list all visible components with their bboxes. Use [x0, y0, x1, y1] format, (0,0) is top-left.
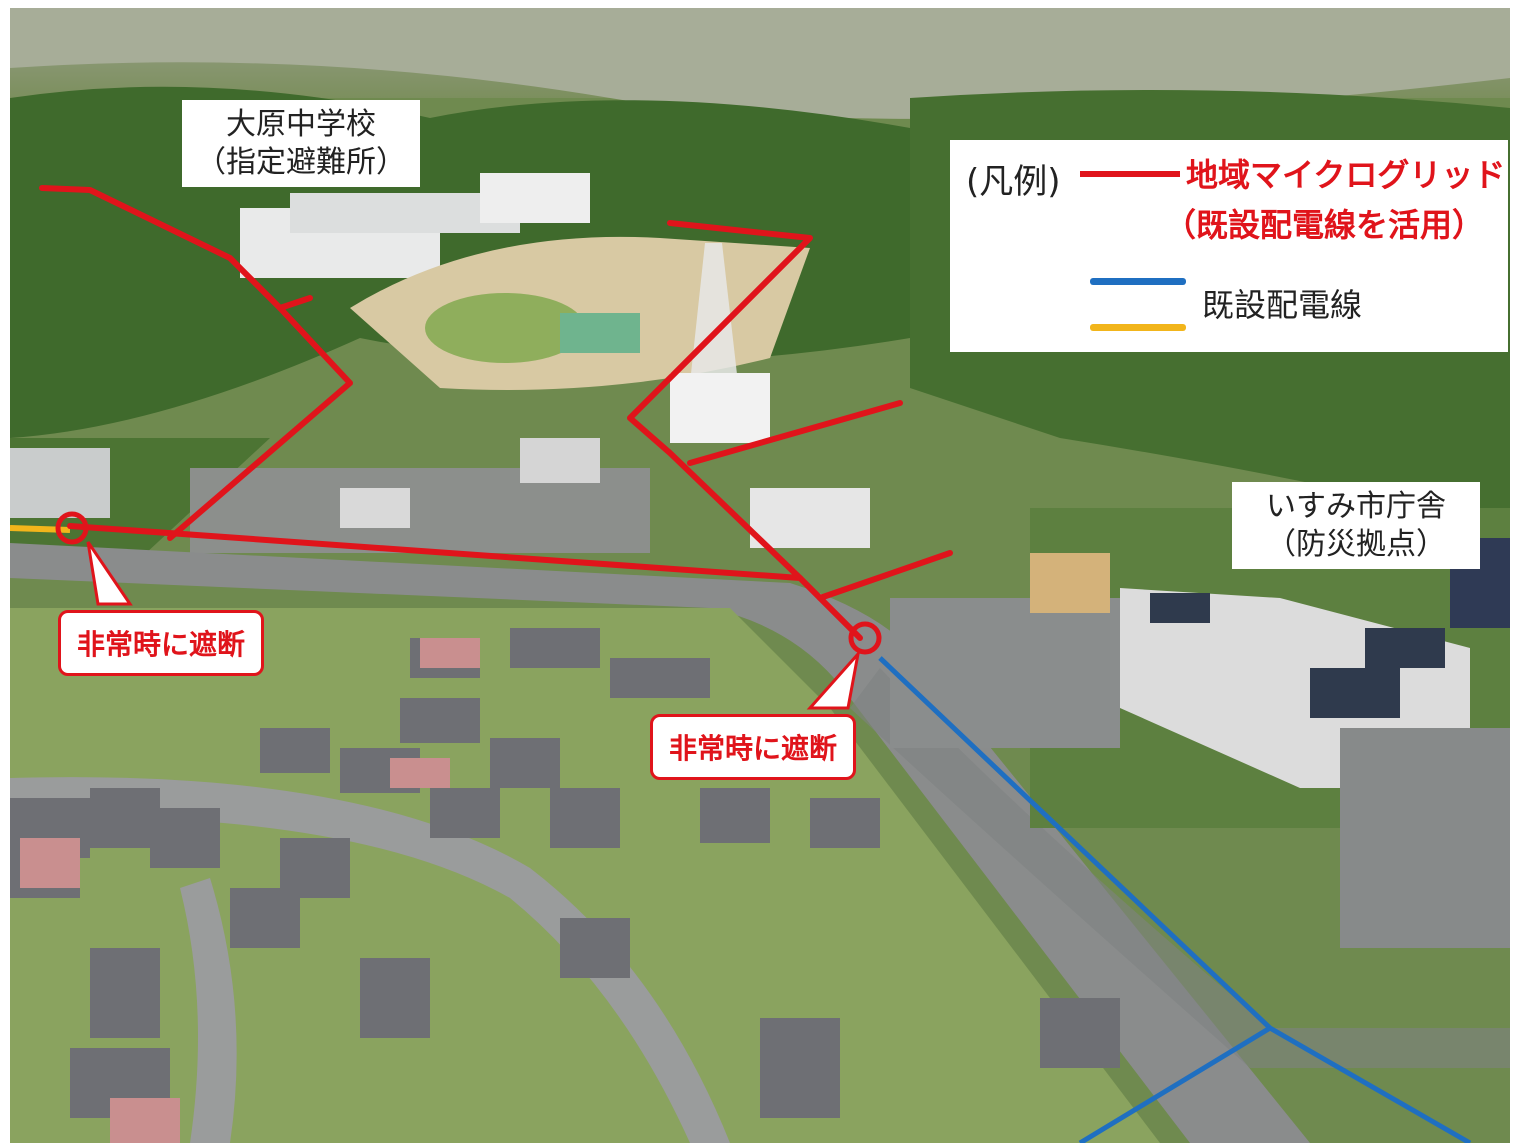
red-roof-houses: [20, 638, 480, 1143]
residential-road-2: [180, 878, 237, 1143]
cutoff-point-left: [55, 511, 89, 545]
solar-panel-2: [1310, 668, 1400, 718]
existing-line-yellow: [10, 525, 71, 533]
existing-line-blue-branch: [1078, 1025, 1272, 1143]
tennis-court: [560, 313, 640, 353]
legend-microgrid-label: 地域マイクログリッド: [1186, 156, 1506, 194]
office-building: [670, 373, 770, 443]
solar-panel-3: [1365, 628, 1445, 668]
emergency-cutoff-callout-left: 非常時に遮断: [58, 610, 265, 676]
cityhall-name: いすみ市庁舎: [1266, 489, 1446, 524]
building-utility: [750, 488, 870, 548]
cityhall-role: （防災拠点）: [1266, 526, 1446, 562]
running-track-infield: [425, 293, 585, 363]
legend-existing-yellow-swatch: [1090, 324, 1186, 331]
cutoff-point-right: [848, 621, 882, 655]
building-red-roof: [520, 438, 600, 483]
legend: (凡例) 地域マイクログリッド （既設配電線を活用） 既設配電線: [950, 140, 1508, 352]
houses: [10, 628, 1120, 1118]
callout-right-pointer: [806, 648, 861, 710]
building-small: [340, 488, 410, 528]
cityhall-annex: [1030, 553, 1110, 613]
cityhall-label: いすみ市庁舎 （防災拠点）: [1232, 482, 1480, 569]
emergency-cutoff-callout-right: 非常時に遮断: [650, 714, 857, 780]
school-name: 大原中学校: [226, 107, 376, 142]
school-label: 大原中学校 （指定避難所）: [182, 100, 420, 187]
legend-microgrid-sublabel: （既設配電線を活用）: [1164, 206, 1485, 244]
legend-existing-label: 既設配電線: [1202, 286, 1363, 324]
school-gym: [480, 173, 590, 223]
legend-title: (凡例): [966, 162, 1061, 202]
cityhall-east-parking: [1340, 728, 1510, 948]
microgrid-lines: [39, 185, 953, 641]
callout-left-pointer: [86, 541, 133, 606]
cityhall-parking: [890, 598, 1120, 748]
legend-existing-blue-swatch: [1090, 278, 1186, 285]
legend-microgrid-swatch: [1080, 171, 1180, 177]
aerial-map: 大原中学校 （指定避難所） いすみ市庁舎 （防災拠点） 非常時に遮断 非常時に遮…: [10, 8, 1510, 1143]
building-west: [10, 448, 110, 518]
school-role: （指定避難所）: [196, 144, 406, 180]
solar-panel-1: [1150, 593, 1210, 623]
